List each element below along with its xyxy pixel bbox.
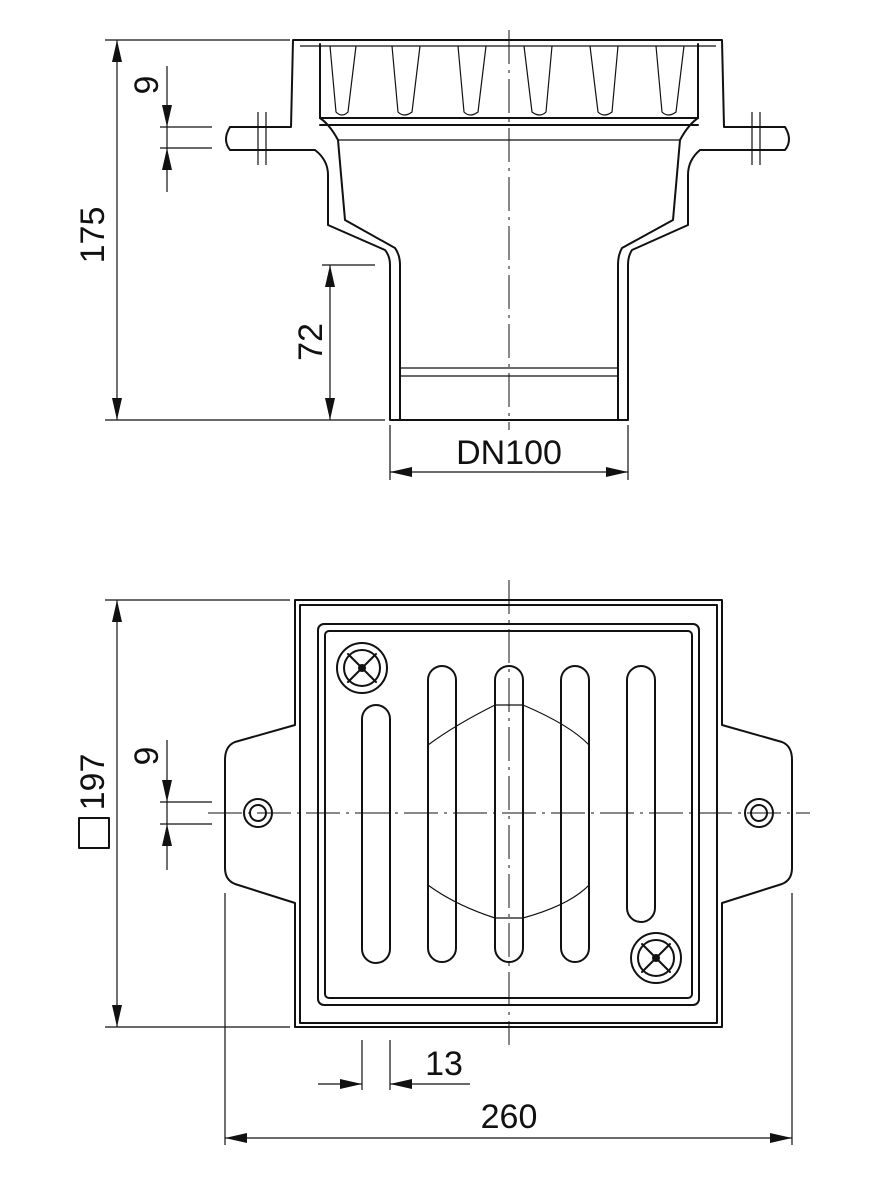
slot [560, 665, 590, 963]
slot [494, 665, 524, 963]
dim-square-size: 197 [74, 754, 112, 811]
side-body-inner [319, 43, 401, 421]
slot [361, 704, 391, 964]
dim-outlet-length: 72 [292, 323, 330, 361]
screw-icon [630, 932, 682, 984]
square-symbol-icon [78, 817, 110, 849]
dim-total-width: 260 [481, 1098, 538, 1136]
dim-outlet-diameter: DN100 [456, 434, 562, 472]
dim-height-total: 175 [74, 207, 112, 264]
dim-slot-width: 13 [425, 1045, 463, 1083]
dim-flange-thickness-top: 9 [128, 747, 166, 766]
slot [427, 665, 457, 963]
top-flange-outline [224, 599, 793, 1028]
grate-fins [300, 45, 716, 116]
top-view: 197 9 13 260 [74, 580, 810, 1145]
side-view: 175 9 72 DN100 [74, 30, 790, 480]
screw-icon [336, 642, 388, 694]
side-body-outline [225, 39, 790, 421]
slot [626, 665, 656, 923]
dim-flange-thickness-side: 9 [128, 76, 166, 95]
